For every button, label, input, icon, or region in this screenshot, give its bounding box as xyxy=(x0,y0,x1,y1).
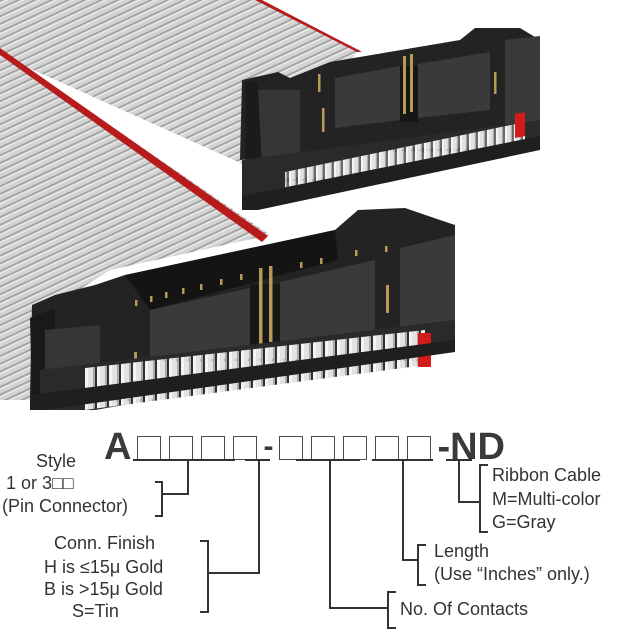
part-number-diagram: A - -ND xyxy=(0,410,640,640)
front-connector xyxy=(30,208,455,420)
length-field-note: (Use “Inches” only.) xyxy=(434,564,590,584)
finish-option-b: B is >15μ Gold xyxy=(44,579,163,599)
contacts-field-title: No. Of Contacts xyxy=(400,599,529,619)
style-field-note: (Pin Connector) xyxy=(2,496,129,516)
style-field-option: 1 or 3□□ xyxy=(6,473,74,493)
product-image xyxy=(0,0,540,420)
finish-field-title: Conn. Finish xyxy=(54,533,156,553)
back-connector xyxy=(240,28,540,210)
finish-option-s: S=Tin xyxy=(72,601,119,621)
length-field-title: Length xyxy=(434,541,490,561)
part-number-prefix: A xyxy=(104,426,132,468)
front-ribbon-cable xyxy=(0,48,270,400)
bracket-lines xyxy=(133,459,488,629)
ribbon-cable-illustration xyxy=(0,0,540,420)
cable-field-title: Ribbon Cable xyxy=(492,465,602,485)
part-number-separator: - xyxy=(263,430,274,463)
part-number-box-contacts-1 xyxy=(279,436,304,460)
finish-option-h: H is ≤15μ Gold xyxy=(44,557,164,577)
style-field-title: Style xyxy=(36,451,77,471)
cable-option-multicolor: M=Multi-color xyxy=(492,489,601,509)
cable-option-gray: G=Gray xyxy=(492,512,556,532)
